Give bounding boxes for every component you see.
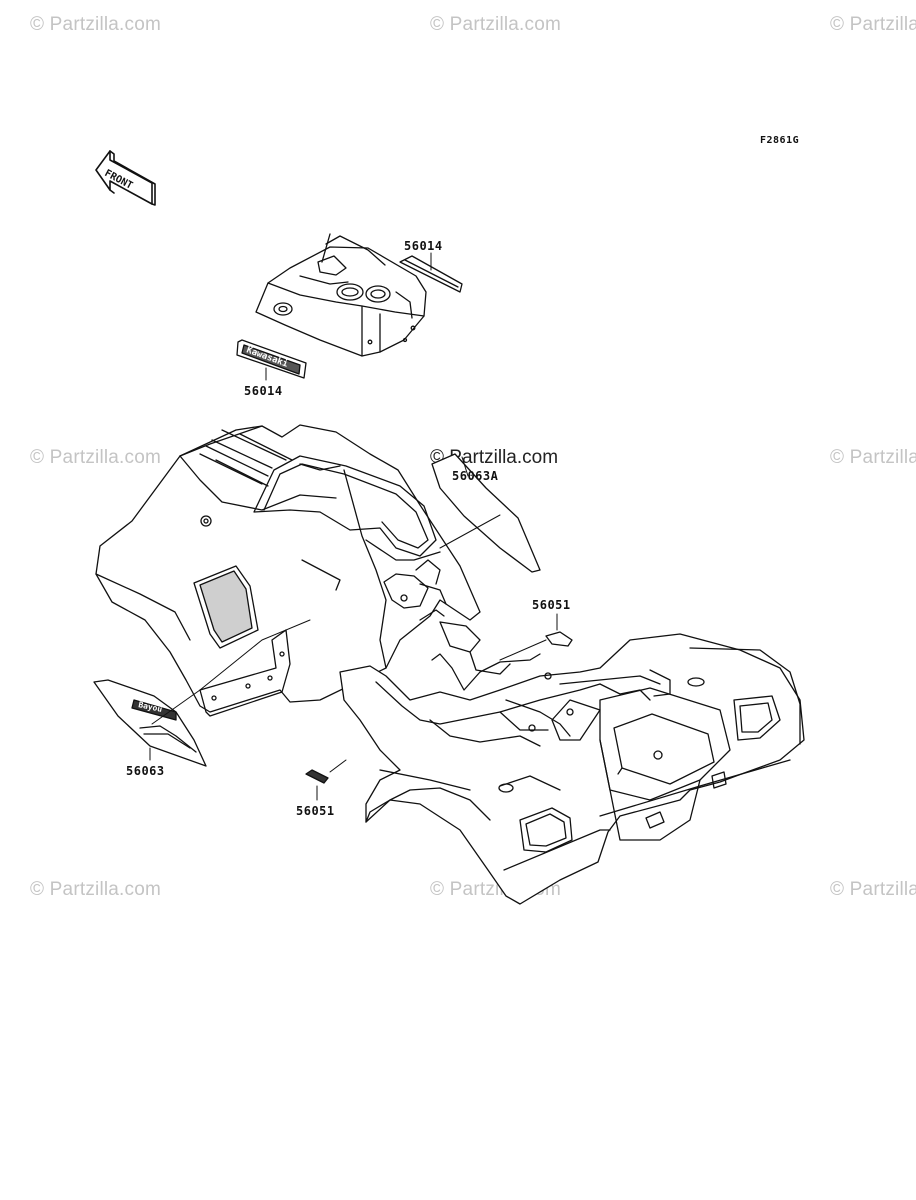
watermark: © Partzilla.com: [430, 14, 562, 35]
leader-line: [439, 514, 501, 549]
rear-fender-part: [339, 621, 805, 905]
watermark: © Partzilla.com: [30, 14, 162, 35]
front-arrow-icon: FRONT: [95, 150, 156, 206]
part-label-56063[interactable]: 56063: [126, 764, 165, 778]
part-label-56014-top[interactable]: 56014: [404, 239, 443, 253]
leader-line: [329, 759, 347, 773]
decal-56051-bar: [305, 769, 329, 784]
leader-line: [151, 619, 311, 725]
part-label-56063A[interactable]: 56063A: [452, 469, 499, 483]
figure-code: F2861G: [760, 135, 800, 146]
decal-56063-bayou: Bayou: [93, 679, 207, 767]
part-label-56051-bottom[interactable]: 56051: [296, 804, 335, 818]
leader-line: [499, 639, 547, 661]
fender-body-part: [95, 424, 481, 717]
watermark: © Partzilla.com: [30, 879, 162, 900]
watermark: © Partzilla.com: [830, 879, 916, 900]
front-cover-part: [255, 233, 427, 357]
part-label-56051-right[interactable]: 56051: [532, 598, 571, 612]
leader-line: [461, 456, 469, 477]
watermark: © Partzilla.com: [830, 14, 916, 35]
part-label-56014-bottom[interactable]: 56014: [244, 384, 283, 398]
watermark: © Partzilla.com: [830, 447, 916, 468]
decal-56051-oval: [545, 631, 573, 647]
decal-56014-kawasaki: Kawasaki: [236, 339, 307, 379]
watermark: © Partzilla.com: [30, 447, 162, 468]
decal-56014-strip: [399, 255, 463, 293]
decal-56063A: [431, 453, 541, 573]
